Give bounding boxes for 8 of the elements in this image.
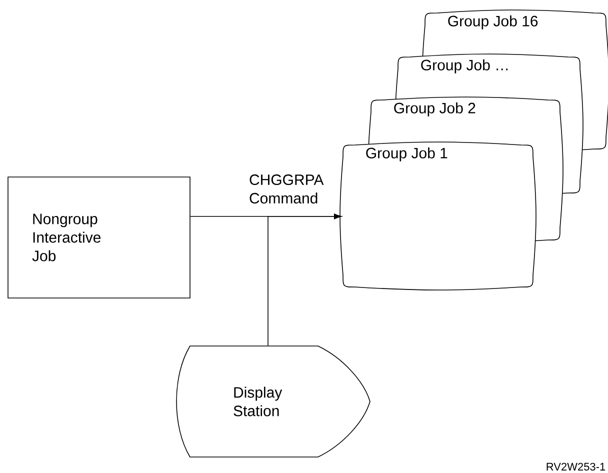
display-screen: Group Job 1 [340,142,536,290]
edge-label: CHGGRPA Command [250,174,324,204]
screen-title: Group Job … [421,59,508,74]
arrow [268,214,342,346]
process-box: Nongroup Interactive Job [8,176,190,298]
screen-title: Group Job 16 [448,15,538,30]
figure-number: RV2W253-1 [546,462,606,471]
screen-title: Group Job 2 [394,102,476,116]
